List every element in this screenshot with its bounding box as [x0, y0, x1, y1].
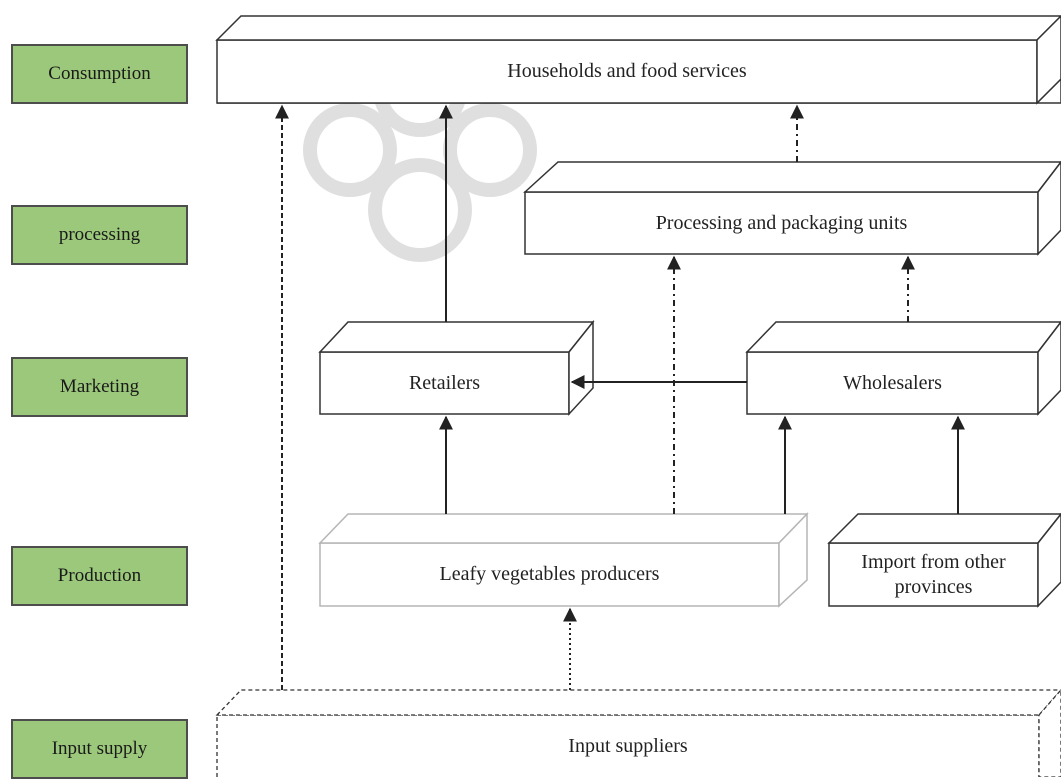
producers-box: [318, 512, 809, 608]
stage-consumption-label: Consumption: [48, 63, 151, 84]
retailers-box: [318, 319, 595, 416]
stage-input-supply: Input supply: [11, 719, 188, 779]
wholesalers-box: [745, 320, 1061, 416]
input-suppliers-box: [215, 689, 1061, 777]
input-suppliers-label: Input suppliers: [568, 734, 688, 757]
stage-processing: processing: [11, 205, 188, 265]
stage-production-label: Production: [57, 565, 142, 586]
stage-marketing: Marketing: [11, 357, 188, 417]
retailers-label: Retailers: [408, 371, 481, 394]
stage-processing-label: processing: [58, 224, 141, 245]
stage-production: Production: [11, 546, 188, 606]
households-box: [215, 14, 1061, 105]
stage-input-supply-label: Input supply: [51, 738, 148, 759]
processing-units-label: Processing and packaging units: [655, 211, 908, 234]
import-label: Import from other provinces: [861, 550, 1006, 598]
processing-units-box: [523, 160, 1061, 256]
import-box: [827, 512, 1061, 608]
stage-consumption: Consumption: [11, 44, 188, 104]
wholesalers-label: Wholesalers: [843, 371, 942, 394]
producers-label: Leafy vegetables producers: [439, 563, 660, 585]
households-label: Households and food services: [507, 60, 747, 82]
stage-marketing-label: Marketing: [59, 376, 140, 397]
